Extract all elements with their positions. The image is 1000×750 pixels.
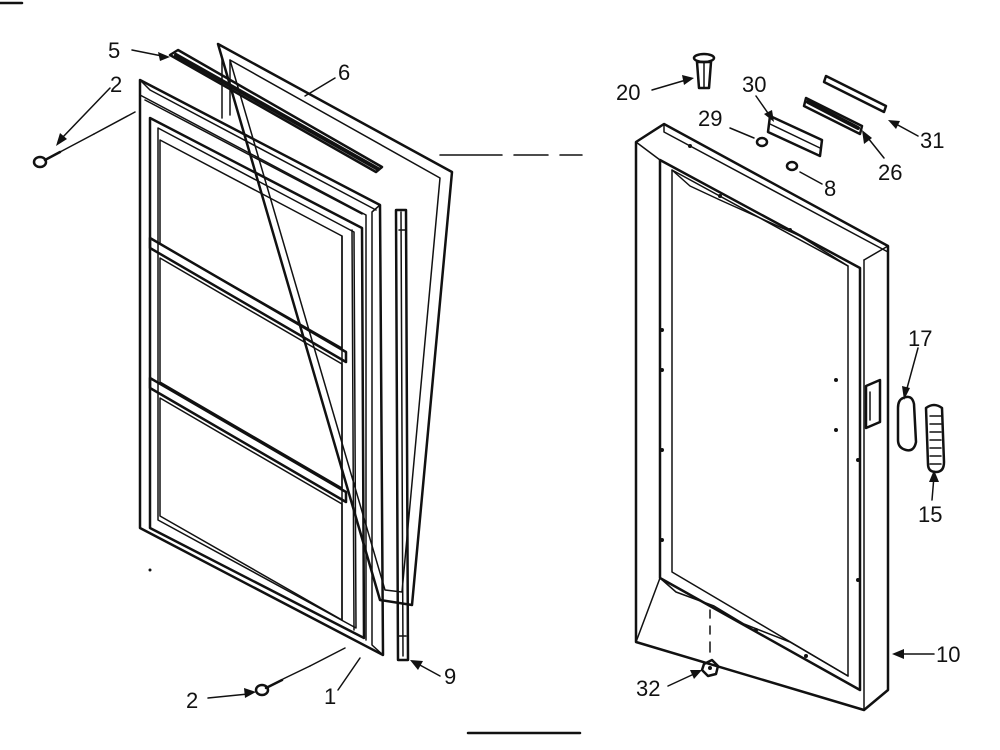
callout-31: 31: [920, 128, 944, 153]
callout-30: 30: [742, 72, 766, 97]
left-door-assembly: [32, 42, 583, 699]
callout-9: 9: [444, 664, 456, 689]
callout-10: 10: [936, 642, 960, 667]
callout-1: 1: [324, 684, 336, 709]
door-liner-part-1: [138, 78, 385, 657]
door-frame-part-10: [634, 122, 890, 712]
callout-5: 5: [108, 38, 120, 63]
callout-8: 8: [824, 176, 836, 201]
top-strip-part-5: [168, 48, 384, 174]
callout-labels: 5 2 6 9 1 2 20 30 29 31 26 8 17 15 10 32: [108, 38, 960, 713]
callout-20: 20: [616, 80, 640, 105]
handle-gasket-part-17: [896, 395, 918, 452]
gasket-sheet-part-6: [216, 42, 454, 607]
strip-part-26: [802, 96, 864, 136]
screw-upper-part-2: [32, 111, 136, 169]
side-strip-part-9: [394, 208, 410, 662]
callout-32: 32: [636, 676, 660, 701]
handle-part-15: [924, 403, 946, 474]
callout-2-upper: 2: [110, 72, 122, 97]
callout-26: 26: [878, 160, 902, 185]
screw-lower-part-2: [254, 647, 346, 697]
callout-2-lower: 2: [186, 688, 198, 713]
right-leaders: [651, 75, 939, 687]
callout-15: 15: [918, 502, 942, 527]
left-leaders: [56, 49, 441, 699]
right-door-assembly: [634, 52, 946, 712]
strip-part-31: [822, 74, 888, 114]
washer-part-8: [785, 160, 799, 172]
callout-29: 29: [698, 106, 722, 131]
hinge-pin-part-20: [692, 52, 716, 90]
callout-17: 17: [908, 326, 932, 351]
callout-6: 6: [338, 60, 350, 85]
washer-part-29: [755, 136, 769, 148]
speck: [148, 568, 152, 572]
hinge-bracket-part-30: [766, 114, 824, 158]
